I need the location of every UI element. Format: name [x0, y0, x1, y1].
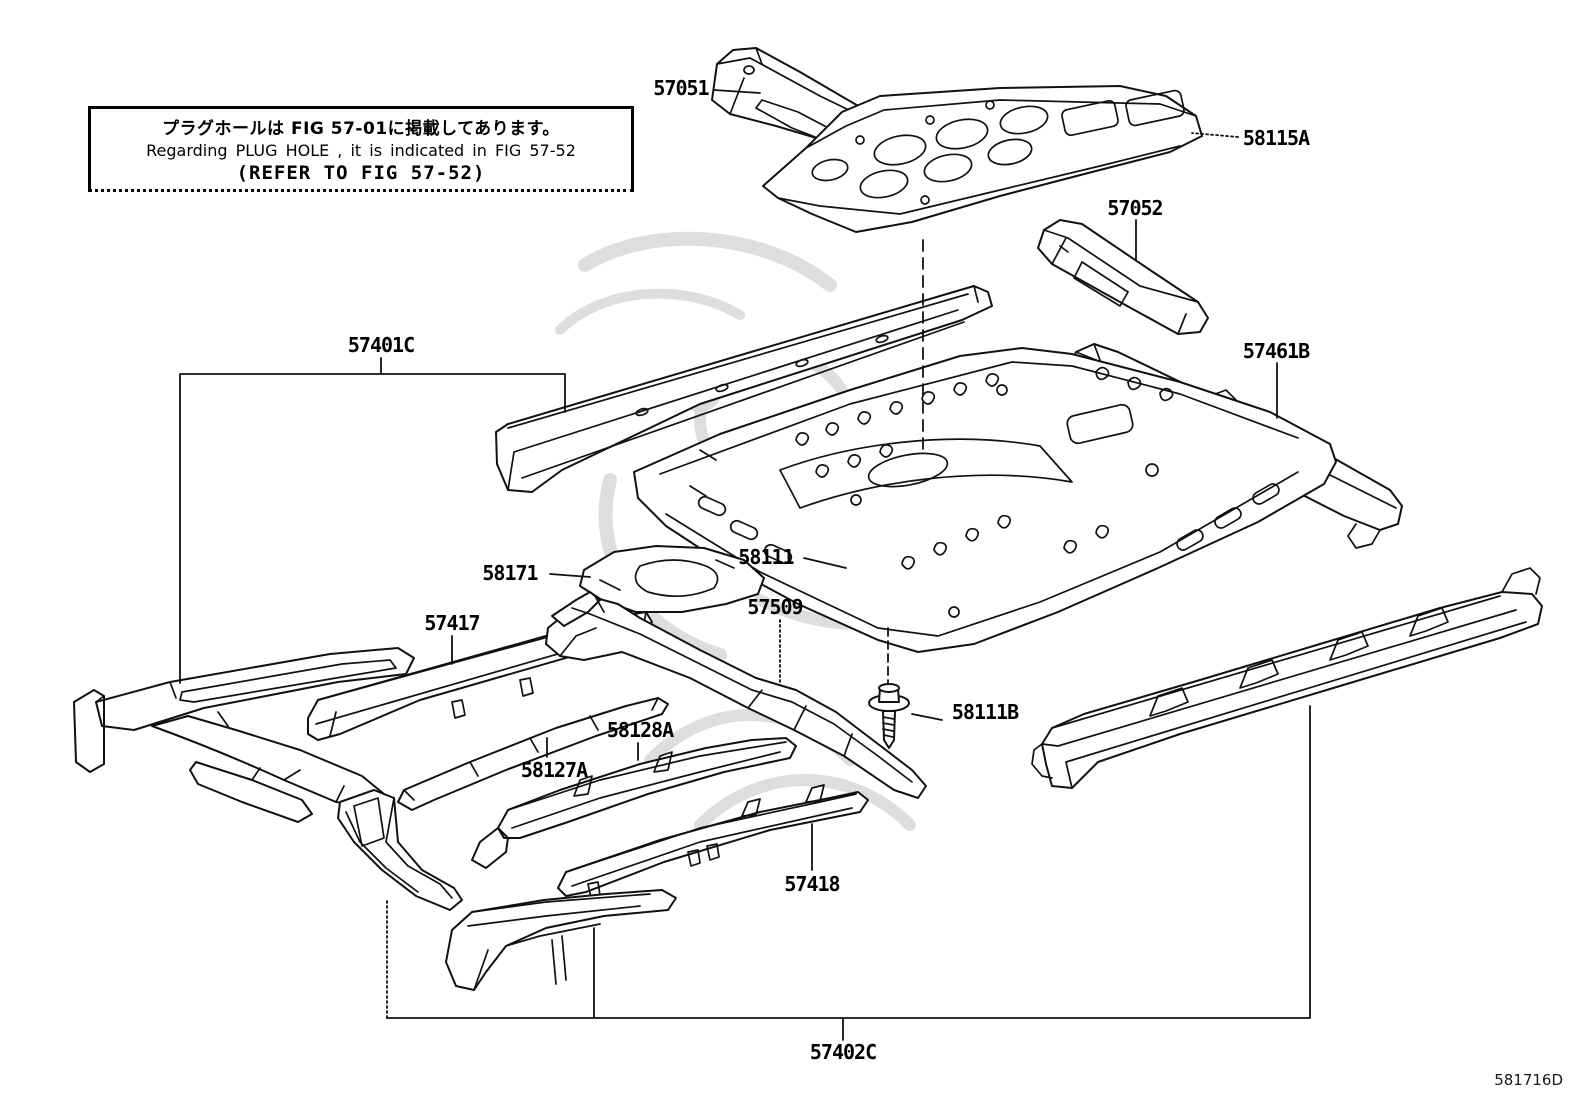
- leader-57051: [713, 89, 761, 94]
- part-rocker-rail-right-drawing: [1031, 567, 1543, 789]
- leader-58111: [803, 557, 847, 569]
- part-58128A-drawing: [471, 737, 797, 869]
- part-label-57461B[interactable]: 57461B: [1242, 339, 1310, 363]
- diagram-code: 581716D: [1494, 1071, 1563, 1089]
- part-57402C-member-drawing: [445, 889, 677, 991]
- part-label-57417[interactable]: 57417: [424, 611, 480, 635]
- part-label-57051[interactable]: 57051: [653, 76, 709, 100]
- part-label-57509[interactable]: 57509: [747, 595, 803, 619]
- floor-pan-details: [695, 365, 1282, 571]
- note-line-english: Regarding PLUG HOLE , it is indicated in…: [146, 141, 576, 160]
- part-58111B-bolt-drawing: [868, 683, 910, 749]
- part-57052-drawing: [1037, 219, 1209, 335]
- part-label-58128A[interactable]: 58128A: [606, 718, 674, 742]
- part-57509-drawing: [545, 591, 927, 799]
- part-57401C-rail-drawing: [495, 285, 993, 493]
- part-58115A-embossing: [811, 89, 1185, 199]
- part-58127A-drawing: [397, 697, 669, 811]
- part-57401C-member-drawing: [73, 647, 415, 823]
- note-line-refer: (REFER TO FIG 57-52): [236, 162, 486, 184]
- part-label-58111B[interactable]: 58111B: [951, 700, 1019, 724]
- part-57402C-lmember-drawing: [337, 789, 463, 911]
- part-label-57418[interactable]: 57418: [784, 872, 840, 896]
- part-label-57401C[interactable]: 57401C: [347, 333, 415, 357]
- callout-lines: [179, 89, 1311, 1041]
- part-label-58111[interactable]: 58111: [738, 545, 794, 569]
- part-57401C-rail-holes: [635, 334, 889, 417]
- part-label-57052[interactable]: 57052: [1107, 196, 1163, 220]
- leader-58171: [549, 573, 591, 578]
- part-label-57402C[interactable]: 57402C: [809, 1040, 877, 1064]
- leader-58115A: [1191, 132, 1239, 138]
- leader-58111B: [911, 713, 943, 721]
- plug-hole-note-box: プラグホールは FIG 57-01に掲載してあります。 Regarding PL…: [88, 106, 634, 192]
- part-58115A-drawing: [762, 85, 1203, 233]
- note-line-japanese: プラグホールは FIG 57-01に掲載してあります。: [162, 119, 560, 139]
- part-label-58127A[interactable]: 58127A: [520, 758, 588, 782]
- bracket-57402C: [386, 705, 1311, 1041]
- part-label-58115A[interactable]: 58115A: [1242, 126, 1310, 150]
- part-label-58171[interactable]: 58171: [482, 561, 538, 585]
- bracket-57401C: [179, 357, 566, 684]
